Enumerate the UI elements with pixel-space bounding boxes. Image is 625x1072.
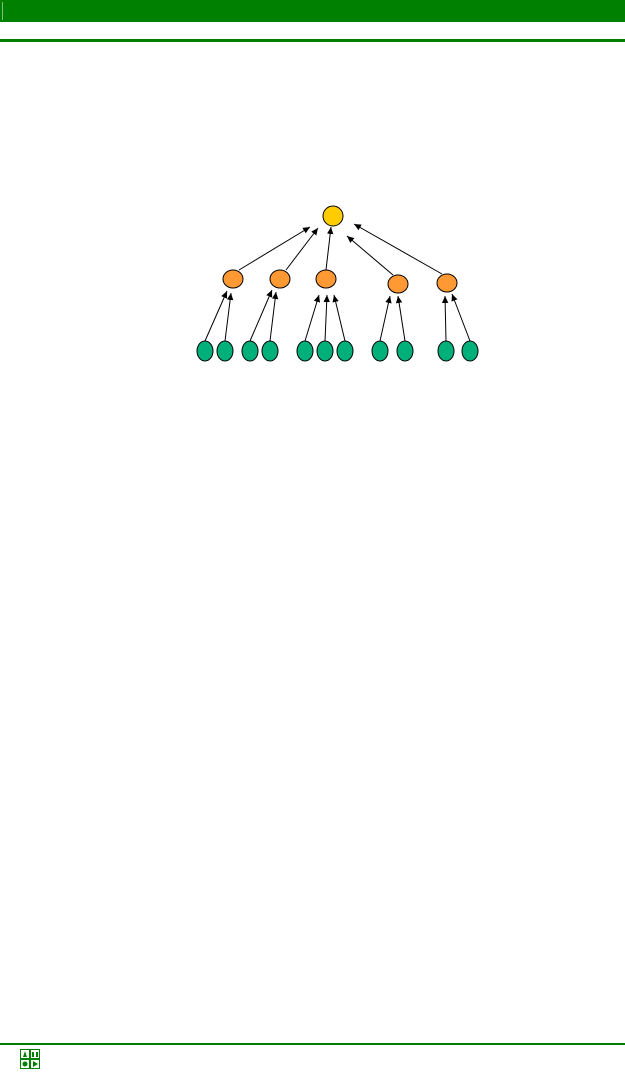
- header-bar-tick: [2, 2, 3, 20]
- footer-rule: [0, 1043, 625, 1045]
- leaf-node-1-1: [196, 340, 214, 362]
- mid-node-4: [387, 274, 409, 294]
- edge-leaf-3-1-to-mid: [304, 294, 321, 342]
- faculty-logo-icon: [20, 1049, 40, 1069]
- edge-leaf-1-1-to-mid: [204, 290, 228, 342]
- edge-leaf-3-3-to-mid: [332, 294, 346, 342]
- edge-leaf-5-2-to-mid: [451, 293, 471, 342]
- leaf-node-3-2: [316, 340, 334, 362]
- leaf-node-5-1: [437, 340, 455, 362]
- edge-leaf-4-1-to-mid: [379, 295, 392, 342]
- edge-mid-5-to-root: [353, 223, 443, 275]
- edge-mid-1-to-root: [238, 226, 311, 271]
- edge-mid-4-to-root: [346, 235, 394, 276]
- edge-leaf-3-2-to-mid: [323, 294, 330, 342]
- leaf-node-4-1: [371, 340, 389, 362]
- root-node: [322, 205, 344, 227]
- leaf-node-5-2: [461, 340, 479, 362]
- edge-mid-3-to-root: [325, 226, 334, 271]
- edge-leaf-1-2-to-mid: [224, 292, 234, 342]
- header-rule: [0, 39, 625, 42]
- mid-node-5: [436, 273, 458, 293]
- edge-leaf-2-1-to-mid: [249, 289, 273, 342]
- tree-diagram: [196, 205, 479, 362]
- mid-node-3: [315, 269, 337, 289]
- edge-leaf-5-1-to-mid: [441, 295, 449, 342]
- leaf-node-4-2: [396, 340, 414, 362]
- leaf-node-2-1: [241, 340, 259, 362]
- leaf-node-3-1: [296, 340, 314, 362]
- edge-mid-2-to-root: [285, 227, 319, 271]
- leaf-node-2-2: [261, 340, 279, 362]
- edge-leaf-4-2-to-mid: [395, 295, 406, 342]
- tree-edges: [204, 223, 471, 342]
- leaf-node-1-2: [216, 340, 234, 362]
- edge-leaf-2-2-to-mid: [269, 291, 279, 342]
- leaf-node-3-3: [336, 340, 354, 362]
- mid-node-1: [222, 269, 244, 289]
- mid-node-2: [269, 269, 291, 289]
- tree-nodes: [196, 205, 479, 362]
- header-bar: [0, 0, 625, 22]
